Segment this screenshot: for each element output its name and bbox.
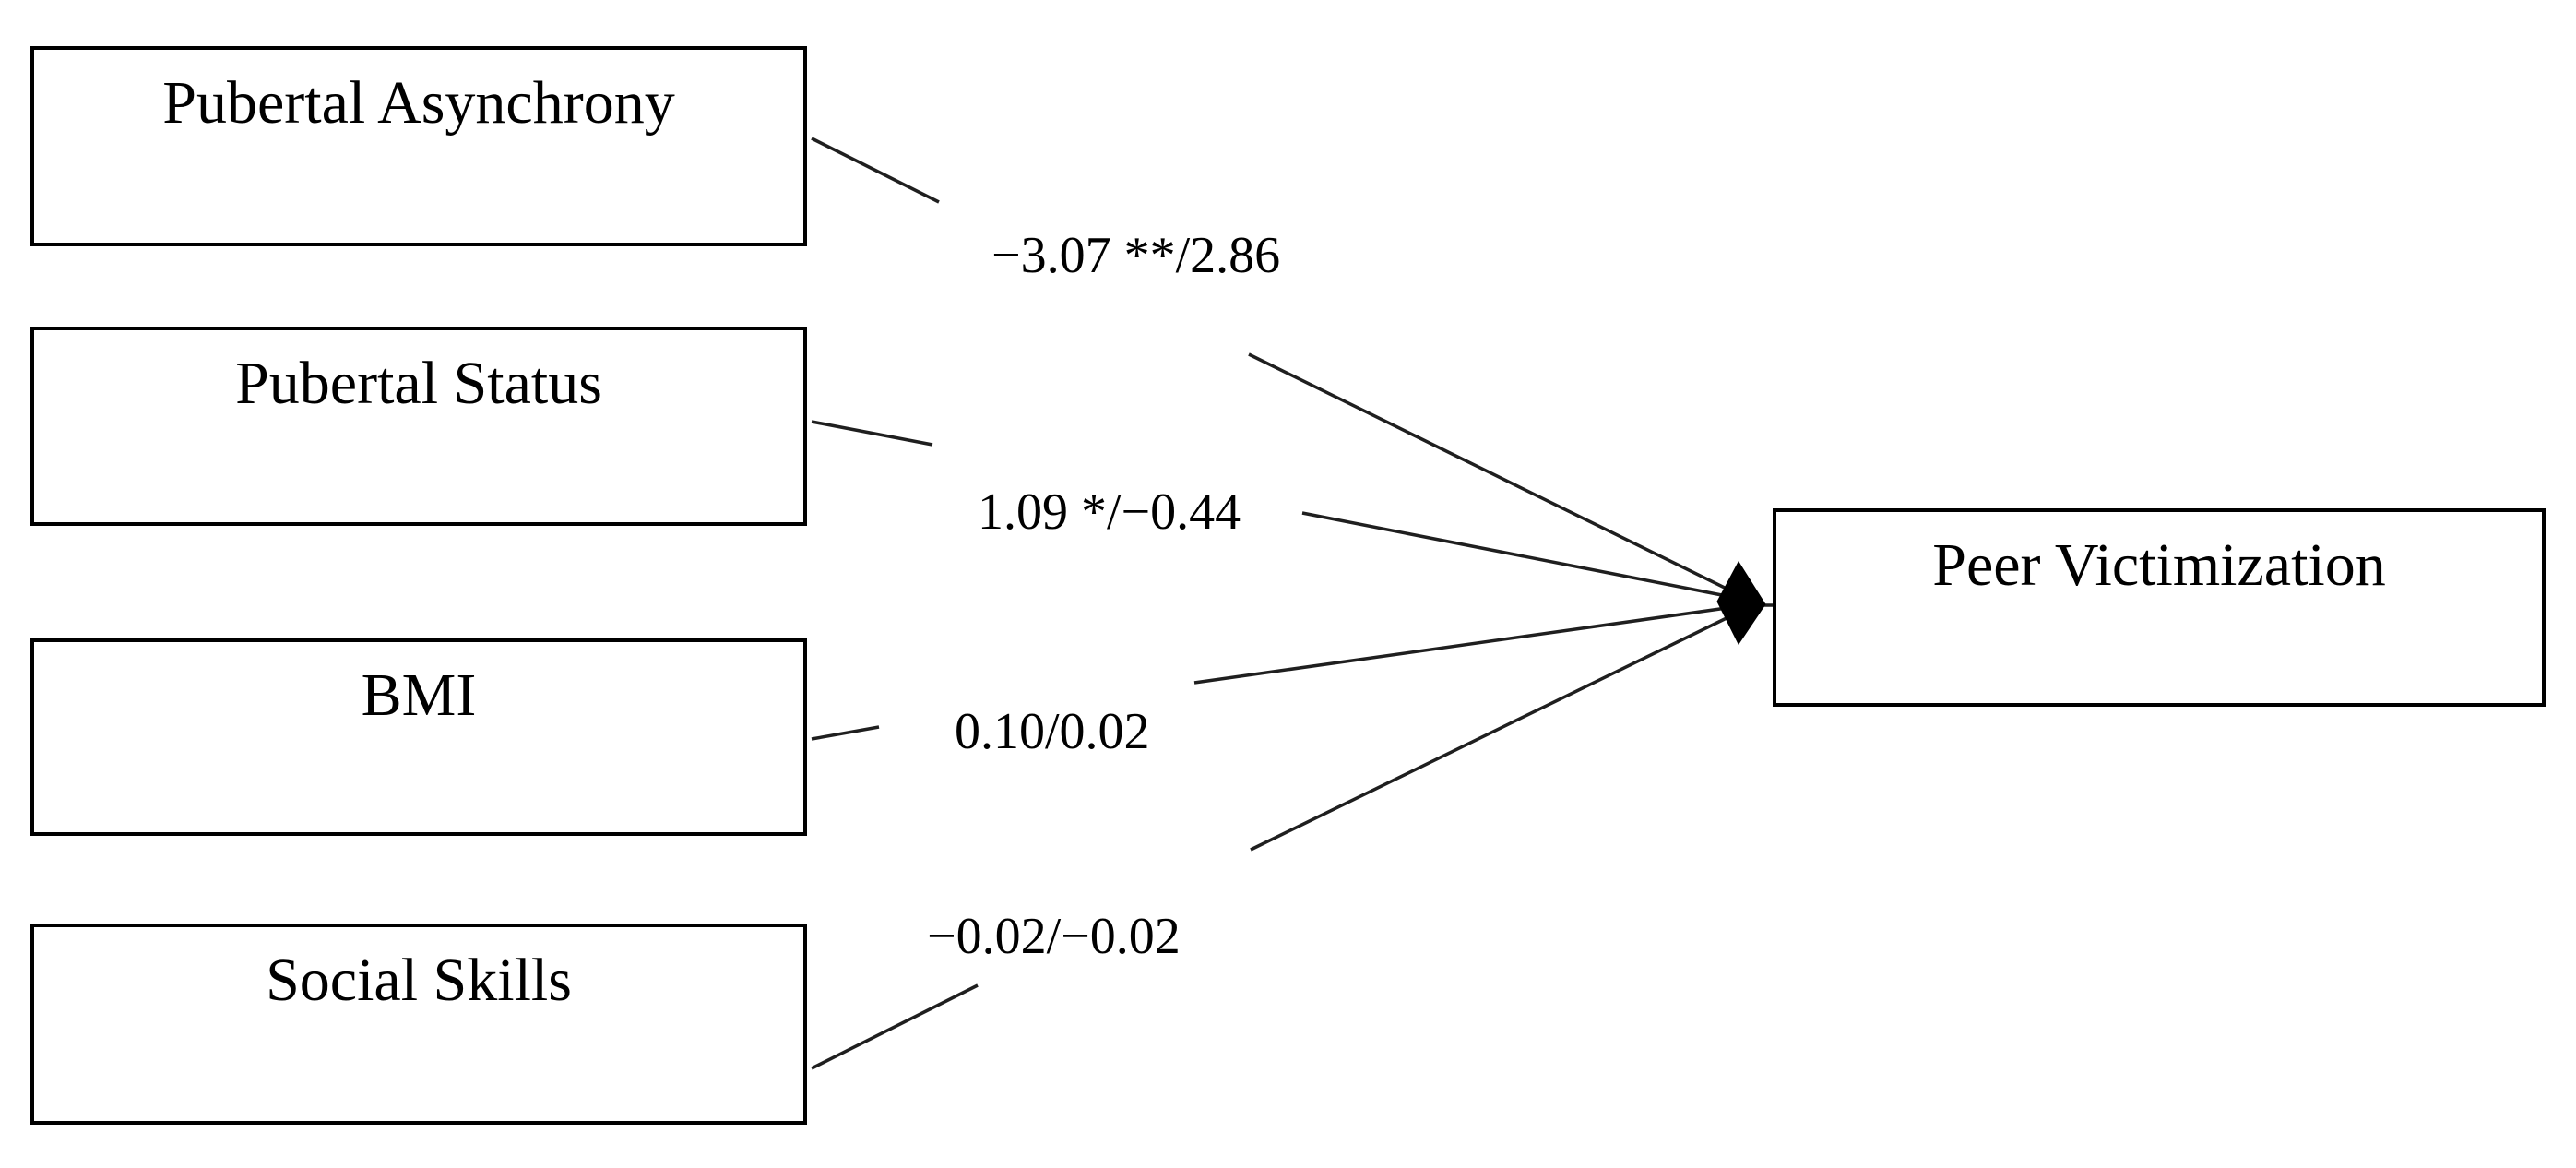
path-line-bmi-start bbox=[811, 725, 880, 741]
predictor-label-social-skills: Social Skills bbox=[266, 947, 572, 1014]
path-line-bmi-end bbox=[1193, 606, 1727, 685]
outcome-box-peer-victimization: Peer Victimization bbox=[1773, 508, 2546, 707]
path-coefficient-pubertal-asynchrony: −3.07 **/2.86 bbox=[982, 221, 1290, 292]
path-line-pubertal-asynchrony-end bbox=[1248, 352, 1731, 592]
predictor-label-pubertal-asynchrony: Pubertal Asynchrony bbox=[162, 69, 675, 137]
path-line-pubertal-status-end bbox=[1301, 511, 1727, 598]
predictor-box-pubertal-status: Pubertal Status bbox=[30, 327, 807, 526]
arrowhead-diamond-icon bbox=[1716, 561, 1766, 645]
path-line-social-skills-end bbox=[1250, 614, 1731, 852]
outcome-label-peer-victimization: Peer Victimization bbox=[1932, 531, 2386, 599]
predictor-box-pubertal-asynchrony: Pubertal Asynchrony bbox=[30, 46, 807, 246]
path-line-pubertal-asynchrony-start bbox=[811, 137, 940, 204]
predictor-box-social-skills: Social Skills bbox=[30, 924, 807, 1125]
path-coefficient-pubertal-status: 1.09 */−0.44 bbox=[968, 478, 1251, 548]
path-line-social-skills-start bbox=[811, 983, 979, 1070]
path-coefficient-bmi: 0.10/0.02 bbox=[945, 697, 1159, 768]
path-coefficient-social-skills: −0.02/−0.02 bbox=[918, 902, 1190, 972]
predictor-label-bmi: BMI bbox=[361, 661, 477, 729]
predictor-box-bmi: BMI bbox=[30, 638, 807, 836]
predictor-label-pubertal-status: Pubertal Status bbox=[235, 350, 602, 417]
path-line-pubertal-status-start bbox=[811, 420, 933, 447]
